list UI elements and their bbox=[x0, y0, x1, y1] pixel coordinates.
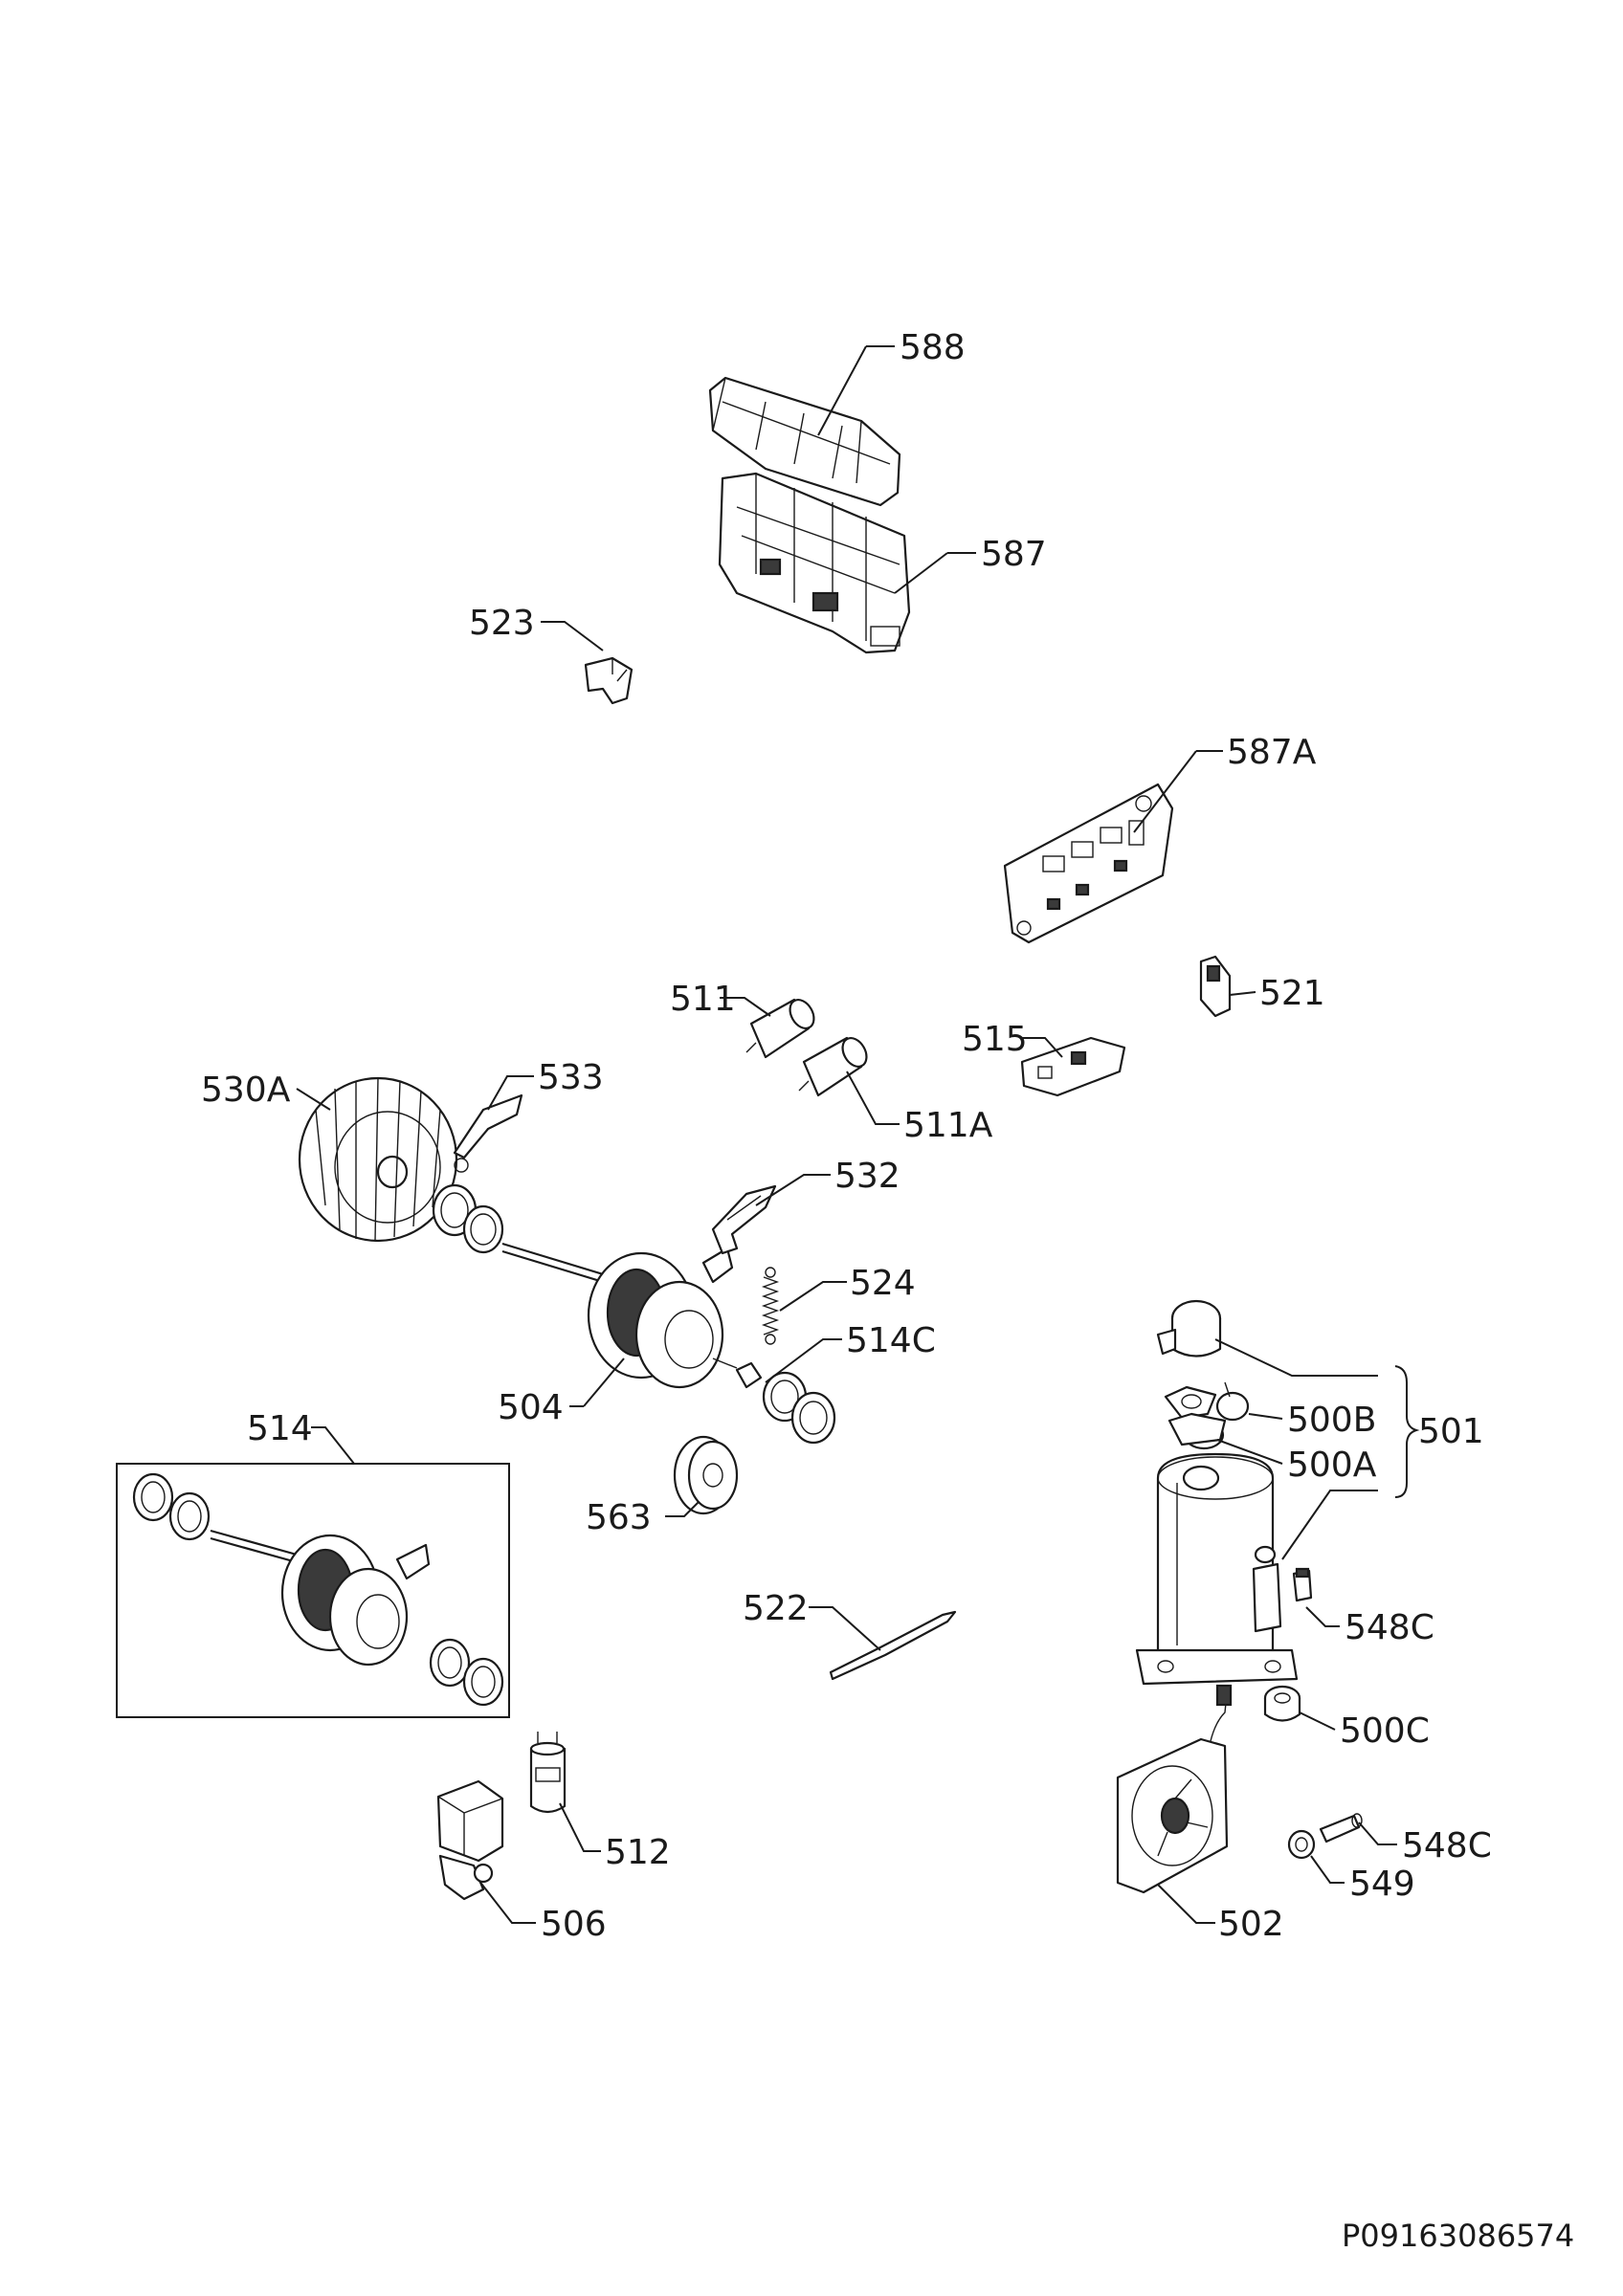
leader-500A bbox=[1216, 1439, 1283, 1465]
brace-501 bbox=[1394, 1365, 1420, 1498]
leader-587 bbox=[894, 552, 948, 594]
leader-530A bbox=[296, 1088, 331, 1111]
label-548C-top: 548C bbox=[1345, 1608, 1434, 1647]
part-515-switch bbox=[1020, 1036, 1126, 1097]
part-514C-bearings bbox=[735, 1361, 836, 1445]
part-587A-circuit-board bbox=[1003, 783, 1174, 944]
label-511A: 511A bbox=[903, 1106, 993, 1145]
part-588-cover bbox=[708, 376, 901, 507]
part-563-pulley bbox=[673, 1435, 739, 1515]
leader-511 bbox=[720, 997, 771, 1017]
leader-506 bbox=[478, 1879, 536, 1924]
leader-500C bbox=[1299, 1711, 1336, 1731]
label-514: 514 bbox=[247, 1409, 313, 1448]
label-588: 588 bbox=[900, 328, 966, 367]
part-533-bracket bbox=[453, 1093, 523, 1173]
part-504-motor bbox=[501, 1242, 738, 1389]
leader-500A-b bbox=[1281, 1490, 1378, 1560]
part-compressor bbox=[1135, 1452, 1299, 1686]
part-502-fan bbox=[1116, 1684, 1233, 1894]
label-506: 506 bbox=[541, 1905, 607, 1944]
leader-504 bbox=[583, 1358, 625, 1407]
label-502: 502 bbox=[1218, 1905, 1284, 1944]
label-514C: 514C bbox=[846, 1321, 936, 1360]
label-548C-bottom: 548C bbox=[1402, 1826, 1492, 1866]
bearing-rings-upper bbox=[432, 1183, 504, 1254]
leader-512 bbox=[559, 1802, 601, 1852]
label-524: 524 bbox=[850, 1264, 916, 1303]
part-512-capacitor bbox=[529, 1732, 567, 1814]
label-500B: 500B bbox=[1287, 1401, 1376, 1440]
label-511: 511 bbox=[670, 980, 736, 1019]
label-521: 521 bbox=[1259, 974, 1325, 1013]
part-532-cover-plate bbox=[711, 1184, 777, 1255]
part-514-motor-assembly bbox=[132, 1472, 504, 1707]
label-512: 512 bbox=[605, 1833, 671, 1872]
leader-548C-bottom bbox=[1358, 1821, 1397, 1845]
label-500A: 500A bbox=[1287, 1446, 1377, 1485]
part-549-nut bbox=[1287, 1829, 1316, 1860]
part-548C-bottom-sensor bbox=[1319, 1813, 1363, 1843]
leader-515 bbox=[1022, 1037, 1063, 1058]
leader-511A bbox=[846, 1071, 900, 1125]
part-530A-fan-wheel bbox=[298, 1076, 458, 1243]
leader-521 bbox=[1229, 991, 1256, 996]
part-524-spring bbox=[761, 1267, 780, 1345]
label-549: 549 bbox=[1349, 1865, 1415, 1904]
label-500C: 500C bbox=[1340, 1711, 1430, 1751]
part-511A-capacitor bbox=[798, 1036, 868, 1097]
label-532: 532 bbox=[834, 1157, 900, 1196]
leader-524 bbox=[779, 1281, 847, 1312]
leader-549 bbox=[1310, 1855, 1345, 1884]
part-514-box bbox=[116, 1463, 510, 1718]
leader-502 bbox=[1157, 1884, 1215, 1924]
leader-548C-top bbox=[1305, 1606, 1340, 1627]
leader-563 bbox=[665, 1501, 700, 1517]
leader-500B-b bbox=[1248, 1413, 1283, 1420]
label-504: 504 bbox=[498, 1388, 564, 1427]
leader-533 bbox=[487, 1075, 534, 1111]
part-500A-gaskets bbox=[1164, 1381, 1250, 1450]
part-523-clip bbox=[584, 656, 634, 705]
document-code: P09163086574 bbox=[1342, 2218, 1574, 2254]
leader-587A bbox=[1133, 750, 1197, 833]
leader-514C bbox=[765, 1338, 842, 1383]
part-500C-rubber-feet bbox=[1263, 1685, 1301, 1722]
leader-500B-a bbox=[1214, 1338, 1378, 1377]
label-515: 515 bbox=[962, 1020, 1028, 1059]
leader-514 bbox=[311, 1426, 355, 1465]
leader-523 bbox=[541, 621, 604, 651]
label-587: 587 bbox=[981, 535, 1047, 574]
part-500B-valve-top bbox=[1156, 1299, 1222, 1358]
part-506-pump bbox=[436, 1779, 504, 1901]
leader-588 bbox=[817, 345, 867, 436]
label-523: 523 bbox=[469, 604, 535, 643]
label-501: 501 bbox=[1418, 1412, 1484, 1451]
leader-522 bbox=[809, 1606, 881, 1651]
label-563: 563 bbox=[586, 1498, 652, 1537]
part-511-capacitor bbox=[745, 998, 815, 1059]
leader-532 bbox=[755, 1174, 831, 1206]
part-548C-top-sensor bbox=[1292, 1567, 1313, 1602]
label-587A: 587A bbox=[1227, 733, 1317, 772]
label-530A: 530A bbox=[201, 1071, 291, 1110]
part-522-strip bbox=[829, 1610, 957, 1681]
part-587-control-module bbox=[718, 472, 911, 654]
label-533: 533 bbox=[538, 1058, 604, 1097]
label-522: 522 bbox=[743, 1589, 809, 1628]
part-521-sensor bbox=[1199, 955, 1232, 1018]
